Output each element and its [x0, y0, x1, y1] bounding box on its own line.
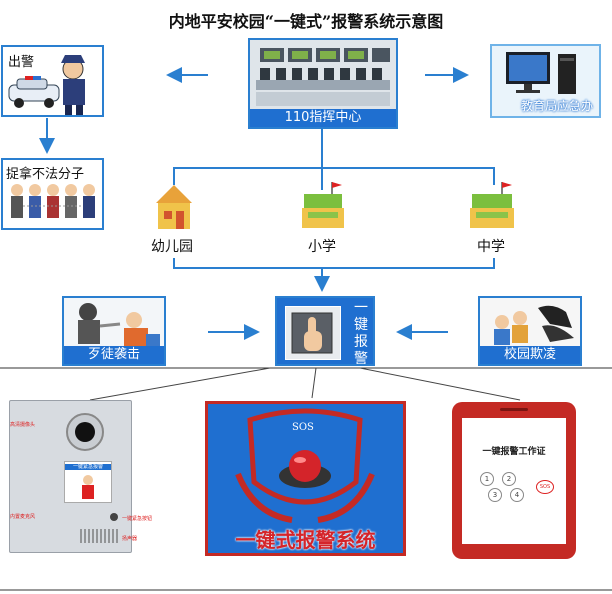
- speaker-grille: [80, 529, 120, 543]
- wall-alarm-panel: 一键紧急报警 高清摄像头 内置麦克风 一键紧急按钮 扬声器: [9, 400, 152, 553]
- key-4[interactable]: 4: [510, 488, 524, 502]
- police-label: 出警: [8, 55, 35, 70]
- school-bracket-top: [173, 167, 495, 185]
- key-2[interactable]: 2: [502, 472, 516, 486]
- key-1[interactable]: 1: [480, 472, 494, 486]
- police-icon: [8, 55, 85, 115]
- kindergarten-label: 幼儿园: [151, 239, 193, 255]
- alarm-button-panel: [285, 306, 341, 360]
- emergency-button[interactable]: [110, 513, 118, 521]
- arrest-box: 捉拿不法分子: [1, 158, 104, 230]
- panel-figure-icon: [82, 475, 94, 499]
- button-label: 一键紧急按钮: [122, 516, 153, 522]
- mic-label: 内置麦克风: [10, 514, 36, 520]
- sos-shield-icon: [235, 408, 375, 523]
- sos-text: SOS: [292, 422, 314, 433]
- sos-system-panel: SOS 一键式报警系统: [205, 401, 406, 556]
- alarm-vertical-text: 一 键 报 警: [351, 300, 371, 366]
- camera-label: 高清摄像头: [10, 422, 36, 428]
- bully-label: 校园欺凌: [480, 346, 580, 364]
- command-room-icon: [250, 40, 396, 110]
- one-key-alarm-box: 一 键 报 警: [275, 296, 375, 366]
- system-label: 一键式报警系统: [235, 528, 376, 552]
- edu-bureau-box: 教育局应急办: [490, 44, 601, 118]
- attacker-icon: [64, 298, 164, 350]
- bullying-icon: [480, 298, 580, 350]
- work-badge-device: 一键报警工作证 1 2 3 4 SOS: [452, 402, 576, 559]
- middle-school-label: 中学: [477, 239, 505, 255]
- speaker-slot: [500, 408, 528, 411]
- bully-box: 校园欺凌: [478, 296, 582, 366]
- badge-title: 一键报警工作证: [482, 447, 546, 457]
- sos-key[interactable]: SOS: [536, 480, 554, 494]
- panel-screen: 一键紧急报警: [64, 461, 112, 503]
- attack-label: 歹徒袭击: [64, 346, 164, 364]
- alarm-char-2: 键: [354, 317, 368, 333]
- middle-school-icon: [466, 180, 518, 230]
- attack-box: 歹徒袭击: [62, 296, 166, 366]
- page-title: 内地平安校园“一键式”报警系统示意图: [168, 12, 444, 31]
- alarm-char-4: 警: [354, 351, 368, 366]
- edu-bureau-label: 教育局应急办: [520, 99, 593, 113]
- police-box: 出警: [1, 45, 104, 117]
- arrest-label: 捉拿不法分子: [6, 167, 85, 182]
- command-center-box: 110指挥中心: [248, 38, 398, 129]
- prisoners-icon: [11, 184, 95, 218]
- speaker-label: 扬声器: [122, 536, 138, 542]
- badge-screen: 一键报警工作证 1 2 3 4 SOS: [462, 418, 566, 544]
- finger-press-icon: [291, 312, 333, 354]
- school-bracket-bottom: [173, 258, 495, 269]
- computer-icon: [492, 46, 599, 116]
- alarm-char-3: 报: [354, 334, 368, 350]
- panel-label: 一键紧急报警: [65, 464, 111, 470]
- primary-school-label: 小学: [308, 239, 336, 255]
- alarm-char-1: 一: [354, 300, 368, 316]
- kindergarten-icon: [152, 183, 196, 231]
- camera-lens-icon: [75, 422, 95, 442]
- camera-housing: [66, 413, 104, 451]
- key-3[interactable]: 3: [488, 488, 502, 502]
- primary-school-icon: [298, 180, 348, 230]
- command-center-label: 110指挥中心: [250, 109, 396, 127]
